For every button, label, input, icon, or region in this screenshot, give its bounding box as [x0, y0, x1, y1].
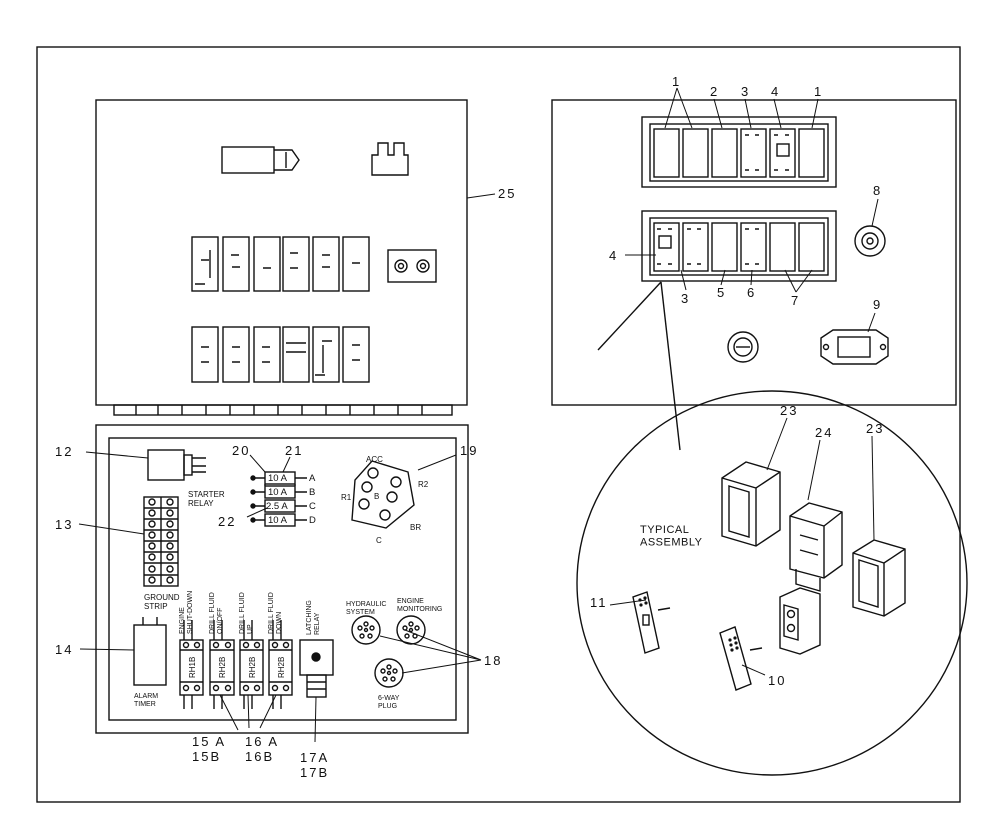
- lid-switch-row-lower: [191, 326, 370, 383]
- callout-13: 13: [55, 517, 73, 532]
- switch-body: [779, 587, 821, 655]
- terminal-r1: R1: [341, 493, 352, 502]
- fuse-letter-a: A: [309, 473, 316, 484]
- relay-code-4: RH2B: [277, 657, 286, 678]
- terminal-c: C: [376, 536, 382, 545]
- latching-relay-label: LATCHINGRELAY: [306, 600, 321, 635]
- callout-6: 6: [747, 285, 756, 300]
- callout-14: 14: [55, 642, 73, 657]
- callout-7: 7: [791, 293, 800, 308]
- hinge: [113, 404, 453, 416]
- callout-10: 10: [768, 673, 786, 688]
- relay-code-3: RH2B: [248, 657, 257, 678]
- terminal-acc: ACC: [366, 455, 383, 464]
- callout-1a: 1: [672, 74, 681, 89]
- terminal-br: BR: [410, 523, 421, 532]
- bezel-part-2: [852, 539, 906, 617]
- lid-switch-row-upper: [191, 236, 370, 292]
- leader-lines: [78, 87, 879, 743]
- rocker-10: [719, 626, 763, 691]
- terminal-r2: R2: [418, 480, 429, 489]
- lid-panel: [95, 99, 468, 406]
- callout-9: 9: [873, 297, 882, 312]
- callout-1b: 1: [814, 84, 823, 99]
- callout-23a: 23: [780, 403, 798, 418]
- callout-3b: 3: [681, 291, 690, 306]
- typical-assembly-detail: [576, 281, 968, 776]
- circular-connectors: [351, 615, 426, 688]
- terminal-b: B: [374, 492, 379, 501]
- callout-5: 5: [717, 285, 726, 300]
- callout-25: 25: [498, 186, 516, 201]
- alarm-timer: [133, 624, 167, 686]
- ground-strip: [143, 496, 179, 587]
- callout-4a: 4: [771, 84, 780, 99]
- fuse-letter-c: C: [309, 501, 316, 512]
- engine-shutdown-label: ENGINESHUT-DOWN: [179, 591, 194, 634]
- fuse-letter-d: D: [309, 515, 316, 526]
- relay-bases: [179, 620, 293, 709]
- fuse-rating-c: 2.5 A: [266, 501, 288, 512]
- callout-4b: 4: [609, 248, 618, 263]
- fuse-letter-b: B: [309, 487, 315, 498]
- callout-23b: 23: [866, 421, 884, 436]
- drill-fluid-down-label: DRILL FLUIDDOWN: [268, 592, 283, 634]
- starter-relay: [147, 449, 206, 481]
- callout-22: 22: [218, 514, 236, 529]
- callout-2: 2: [710, 84, 719, 99]
- callout-20: 20: [232, 443, 250, 458]
- base-panel: [95, 424, 469, 734]
- outer-frame: [36, 46, 961, 803]
- ignition-switch: [351, 460, 415, 529]
- callout-24: 24: [815, 425, 833, 440]
- drill-fluid-onoff-label: DRILL FLUIDON/OFF: [209, 592, 224, 634]
- callout-numbers: 1 1 2 3 4 8 4 3 5 6 7 9 25 12 20 21 22 1…: [55, 74, 884, 780]
- fuse-rating-a: 10 A: [268, 473, 288, 484]
- callout-21: 21: [285, 443, 303, 458]
- relay-code-1: RH1B: [188, 657, 197, 678]
- callout-8: 8: [873, 183, 882, 198]
- bezel-part: [721, 461, 781, 547]
- callout-11: 11: [590, 595, 608, 610]
- rocker-11: [632, 591, 671, 654]
- callout-12: 12: [55, 444, 73, 459]
- dash-panel: [551, 99, 957, 406]
- callout-3a: 3: [741, 84, 750, 99]
- drill-fluid-up-label: DRILL FLUIDUP: [239, 592, 254, 634]
- relay-code-2: RH2B: [218, 657, 227, 678]
- callout-19: 19: [460, 443, 478, 458]
- fuse-rating-d: 10 A: [268, 515, 288, 526]
- latching-relay: [299, 639, 334, 698]
- callout-18: 18: [484, 653, 502, 668]
- mount-part: [789, 502, 843, 592]
- fuse-rating-b: 10 A: [268, 487, 288, 498]
- fuse-block: [250, 471, 307, 527]
